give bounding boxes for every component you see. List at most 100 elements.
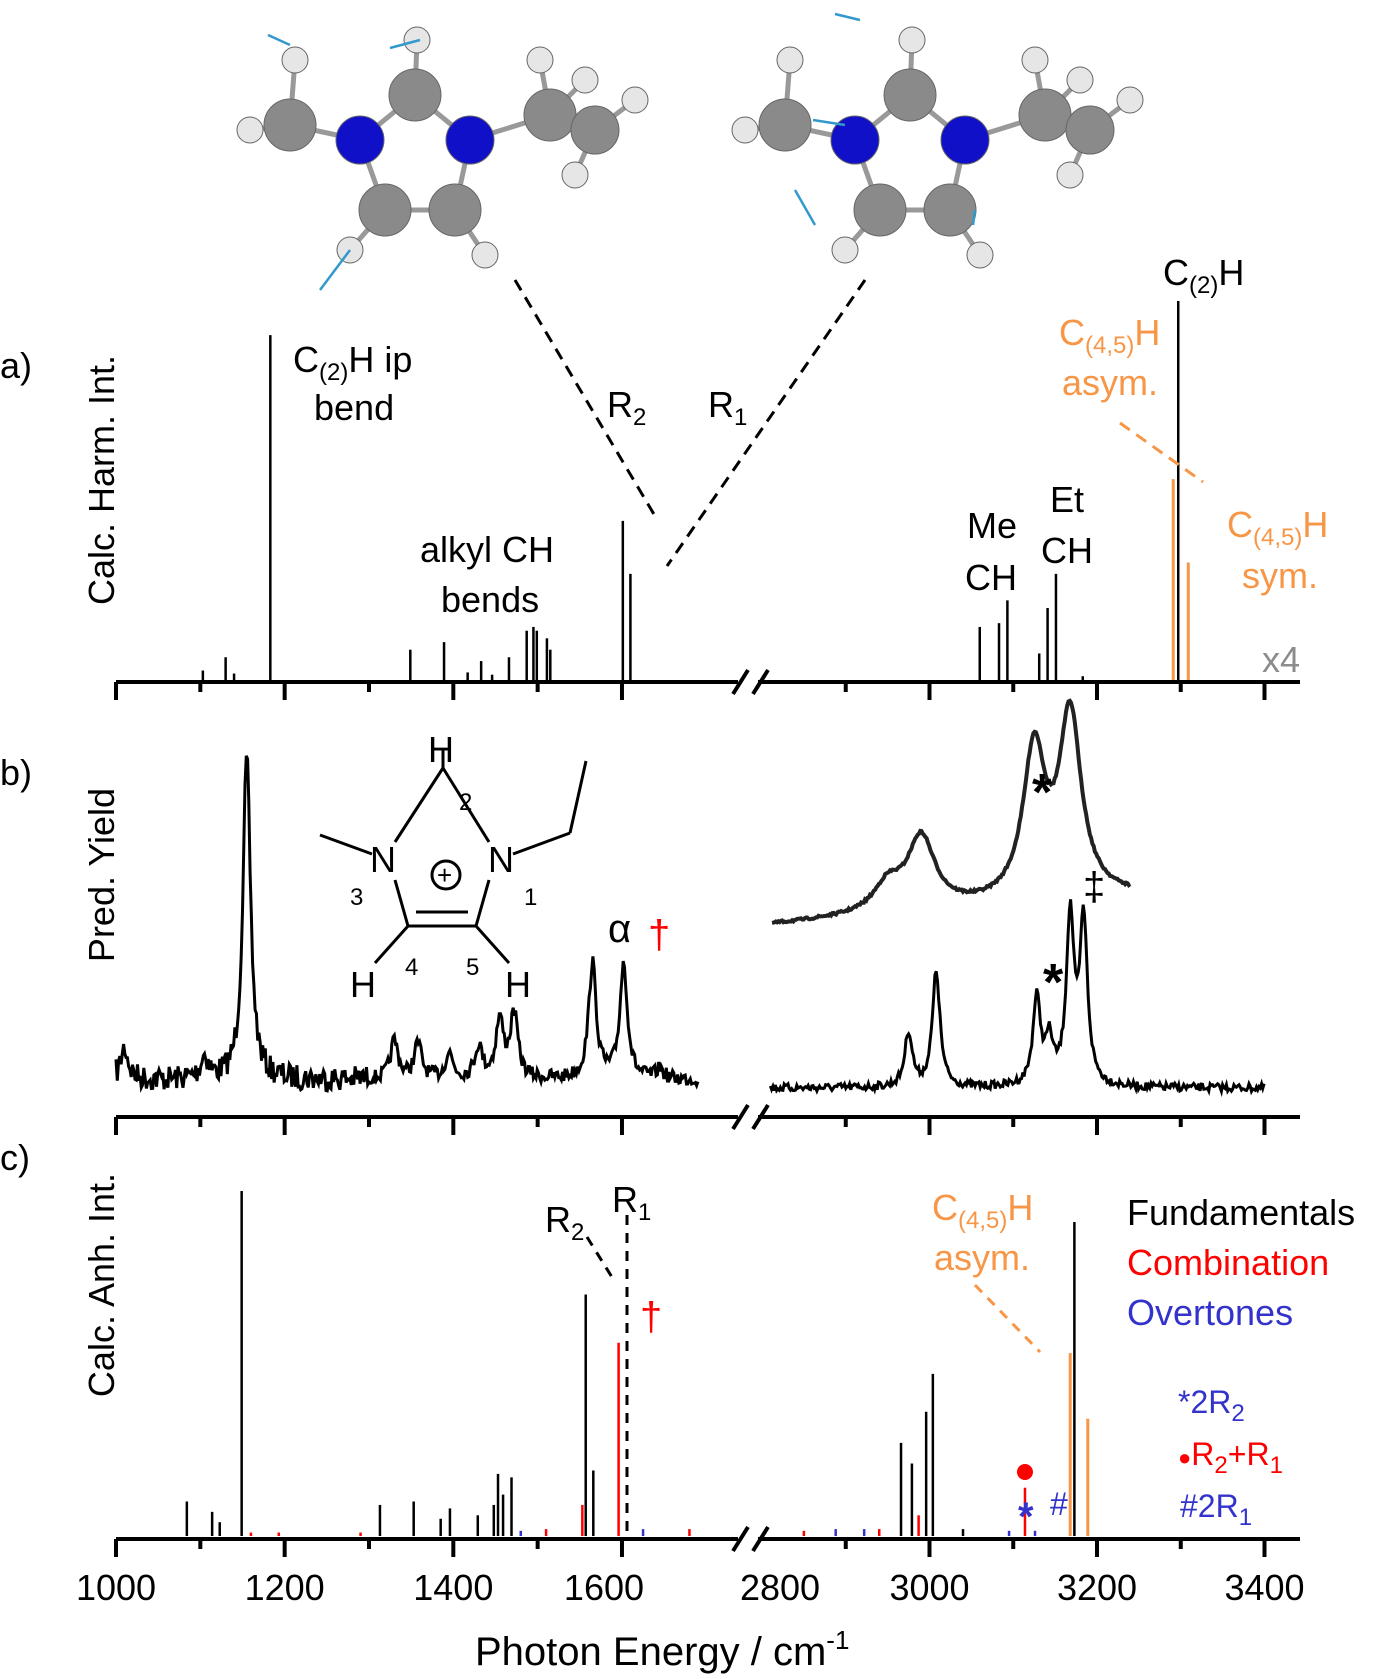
annot-c2h-ip: C(2)H ip [293,339,412,386]
annot-me-ch: CH [965,557,1017,598]
inset-experimental-trace [771,698,1132,925]
axis-break-mark [751,1525,770,1553]
carbon-atom [263,98,317,152]
struct-h5: H [505,964,531,1005]
struct-pos-1: 1 [524,884,537,911]
struct-pos-3: 3 [350,884,363,911]
annot-et: Et [1050,479,1084,520]
displacement-vector [267,33,291,47]
hydrogen-atom [621,86,649,114]
annot-alpha: α [608,907,631,951]
hydrogen-atom [776,46,804,74]
annot-et-ch: CH [1041,530,1093,571]
carbon-atom [523,88,577,142]
struct-pos-4: 4 [405,954,418,981]
annot-hash: # [1050,1486,1068,1522]
trace-left-segment [114,755,700,1093]
hydrogen-atom [966,241,994,269]
carbon-atom [1018,88,1072,142]
annot-star-inset: * [1032,764,1053,822]
carbon-atom [428,183,482,237]
annot-c2h: C(2)H [1163,252,1244,299]
leader-lines-a [513,279,867,567]
displacement-vector [389,38,421,50]
carbon-atom [883,68,937,122]
hydrogen-atom [281,46,309,74]
carbon-atom [1065,105,1115,155]
displacement-vector [793,189,817,226]
leader-line-asym-a [1119,421,1204,484]
panel-c-sticks [185,1191,1090,1536]
x-tick-label-3400: 3400 [1224,1567,1304,1608]
axis-break-mark [731,1103,750,1131]
struct-pos-2: 2 [459,789,472,816]
panel-b-ylabel: Pred. Yield [81,788,122,962]
carbon-atom [923,183,977,237]
legend-combination: Combination [1127,1242,1329,1283]
hydrogen-atom [1021,46,1049,74]
struct-h2: H [428,729,454,770]
hydrogen-atom [471,241,499,269]
x-axis-label: Photon Energy / cm-1 [475,1625,849,1674]
carbon-atom [758,98,812,152]
key-r2-plus-r1: ●R2+R1 [1178,1436,1283,1479]
nitrogen-atom [830,115,880,165]
key-2r2: *2R2 [1178,1384,1245,1427]
axis-break-mark [751,668,770,696]
leader-line-c-asym [973,1283,1042,1354]
hydrogen-atom [526,46,554,74]
hydrogen-atom [236,116,264,144]
hydrogen-atom [1056,161,1084,189]
axis-break-mark [731,1525,750,1553]
annot-a-r2: R2 [607,384,646,431]
annot-c-asym: asym. [934,1237,1030,1278]
axis-break-mark [731,668,750,696]
struct-n1: N [488,839,514,880]
panel-c-label: c) [0,1137,30,1178]
hydrogen-atom [731,116,759,144]
struct-pos-5: 5 [466,954,479,981]
hydrogen-atom [831,236,859,264]
annot-b-dagger: † [648,913,670,957]
hydrogen-atom [1066,66,1094,94]
displacement-vector [834,12,861,22]
annot-c-r1: R1 [612,1179,651,1226]
nitrogen-atom [335,115,385,165]
key-2r1: #2R1 [1180,1488,1252,1531]
axis-break-mark [751,1103,770,1131]
x-tick-label-3200: 3200 [1057,1567,1137,1608]
legend-fundamentals: Fundamentals [1127,1192,1355,1233]
nitrogen-atom [940,115,990,165]
panel-a-label: a) [0,345,32,386]
annot-sym: sym. [1242,555,1318,596]
annot-me: Me [967,505,1017,546]
annot-a-c45h-asym: C(4,5)H [1059,312,1160,359]
carbon-atom [358,183,412,237]
molecule-r1-mode [731,12,1144,269]
x-tick-label-3000: 3000 [889,1567,969,1608]
scale-note-x4: x4 [1262,639,1300,680]
struct-plus: + [437,860,452,890]
struct-h4: H [350,964,376,1005]
annot-ddagger: ‡ [1083,865,1105,909]
annot-bends: bends [441,579,539,620]
panel-c-ylabel: Calc. Anh. Int. [81,1173,122,1397]
annot-a-r1: R1 [708,384,747,431]
hydrogen-atom [571,66,599,94]
leader-line-c-r2 [585,1236,617,1283]
hydrogen-atom [898,26,926,54]
carbon-atom [388,68,442,122]
x-tick-label-1600: 1600 [564,1567,644,1608]
x-tick-label-1200: 1200 [245,1567,325,1608]
annot-alkyl: alkyl CH [420,529,554,570]
legend-overtones: Overtones [1127,1292,1293,1333]
annot-c-c45h: C(4,5)H [932,1187,1033,1234]
carbon-atom [853,183,907,237]
x-tick-label-1000: 1000 [76,1567,156,1608]
panel-a-sticks [201,301,1190,680]
panel-a-ylabel: Calc. Harm. Int. [81,355,122,605]
hydrogen-atom [1116,86,1144,114]
annot-c-r2: R2 [545,1199,584,1246]
